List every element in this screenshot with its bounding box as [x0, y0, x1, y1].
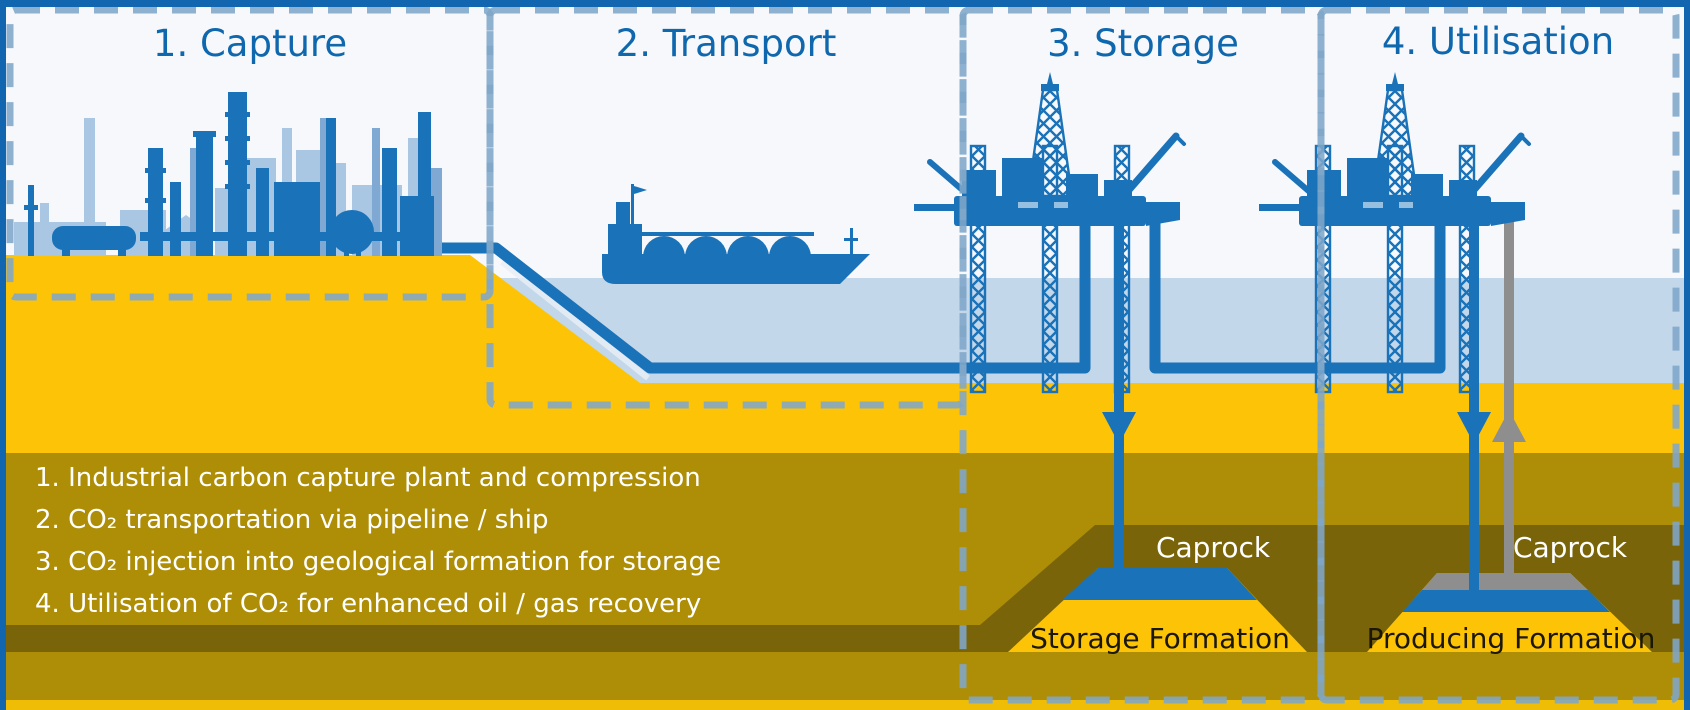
ground-bottom-layer — [0, 700, 1690, 710]
legend-item-capture: 1. Industrial carbon capture plant and c… — [35, 463, 701, 493]
section-box-capture — [6, 6, 494, 301]
section-title-utilisation: 4. Utilisation — [1382, 20, 1614, 63]
platform-hull — [1299, 196, 1491, 226]
producing-formation — [1367, 573, 1652, 652]
platform-cantilever — [1146, 202, 1180, 226]
co2-pipeline — [418, 216, 1091, 374]
platform-hull — [954, 196, 1146, 226]
section-box-storage — [959, 6, 1325, 704]
caprock-label-utilisation: Caprock — [1513, 531, 1628, 564]
section-title-transport: 2. Transport — [616, 22, 837, 65]
production-up-arrow-icon — [1492, 410, 1526, 442]
platform-crane-boom — [1118, 132, 1180, 202]
producing-formation-gas-cap — [1422, 573, 1588, 590]
capture-plant-illustration — [14, 92, 442, 256]
section-box-utilisation — [1317, 6, 1680, 704]
plant-foreground-silhouette — [24, 92, 434, 256]
section-title-storage: 3. Storage — [1047, 22, 1239, 65]
platform-crane-boom — [927, 159, 977, 203]
storage-formation-co2-plume — [1062, 568, 1257, 600]
section-box-transport — [486, 6, 967, 409]
platform-crane-boom — [1463, 132, 1525, 202]
legend-item-utilisation: 4. Utilisation of CO₂ for enhanced oil /… — [35, 589, 701, 619]
ground-top-layer — [0, 255, 1690, 453]
legend-item-storage: 3. CO₂ injection into geological formati… — [35, 547, 721, 577]
slope-highlight — [500, 259, 650, 381]
producing-formation-label: Producing Formation — [1367, 622, 1656, 655]
section-title-capture: 1. Capture — [153, 22, 347, 65]
producing-formation-oil-layer — [1402, 590, 1610, 612]
co2-injection-arrow-icon — [1102, 412, 1136, 444]
transport-ship-illustration — [602, 184, 870, 284]
platform-crane-boom — [1272, 159, 1322, 203]
storage-formation-label: Storage Formation — [1030, 622, 1290, 655]
offshore-platform-storage — [914, 72, 1186, 394]
legend-item-transport: 2. CO₂ transportation via pipeline / shi… — [35, 505, 549, 535]
platform-cantilever — [1491, 202, 1525, 226]
legend: 1. Industrial carbon capture plant and c… — [35, 463, 721, 619]
caprock-label-storage: Caprock — [1156, 531, 1271, 564]
storage-formation — [1008, 568, 1307, 652]
co2-pipeline-interfield — [1149, 216, 1446, 374]
co2-injection-arrow-icon — [1457, 412, 1491, 444]
